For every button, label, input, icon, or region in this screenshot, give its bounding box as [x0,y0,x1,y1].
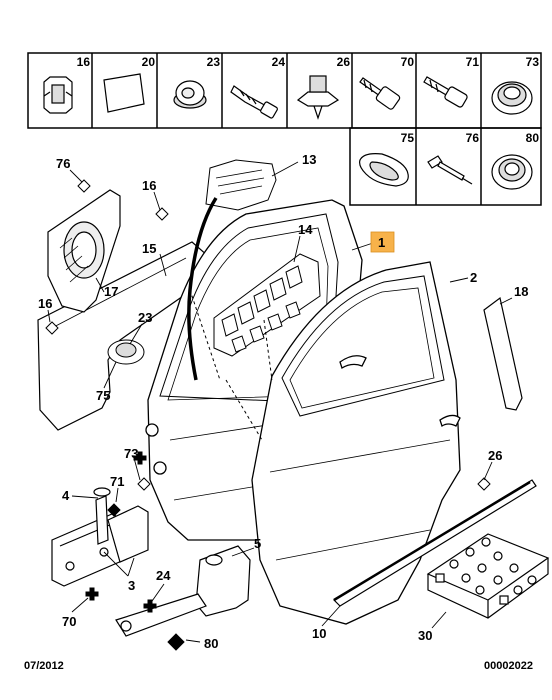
callout-1: 1 [378,235,385,250]
callout-71: 71 [110,474,124,489]
parts-legend-table [27,52,542,206]
callout-numbers: 76 16 13 14 15 17 16 23 75 1 2 18 73 4 7… [38,152,528,651]
highlight-box [370,231,395,253]
rivet-icon [427,155,473,185]
clip-icon [43,76,73,114]
clip-kit-box [426,533,550,619]
callout-16a: 16 [142,178,156,193]
bolt-icon-71 [423,76,468,108]
callout-26: 26 [488,448,502,463]
door-hinge [51,487,149,587]
callout-18: 18 [514,284,528,299]
pillar-moulding [483,296,523,411]
grommet-icon-73 [491,81,533,115]
door-trim-strip [333,479,537,607]
screw-icon [230,85,278,119]
legend-cell-26: 26 [337,55,351,69]
legend-cell-23: 23 [207,55,221,69]
grommet-icon-80 [491,154,533,190]
callout-5: 5 [254,536,261,551]
callout-80: 80 [204,636,218,651]
callout-4: 4 [62,488,70,503]
callout-23: 23 [138,310,152,325]
fastener-markers [85,451,185,651]
legend-cell-20: 20 [142,55,156,69]
legend-cell-71: 71 [466,55,480,69]
callout-70: 70 [62,614,76,629]
panel-clip-23 [107,339,145,365]
retaining-clip-icon [296,75,340,120]
callout-2: 2 [470,270,477,285]
callout-75: 75 [96,388,110,403]
legend-icons [43,73,533,190]
footer-reference: 00002022 [484,660,533,672]
callout-13: 13 [302,152,316,167]
seal-icon [359,153,409,187]
leader-lines [47,161,513,643]
plug-icon [173,80,207,109]
callout-17: 17 [104,284,118,299]
outer-door-skin [251,261,461,625]
callout-10: 10 [312,626,326,641]
legend-cell-80: 80 [526,131,540,145]
window-regulator [213,253,321,357]
legend-top-numbers: 16 20 23 24 26 70 71 73 75 76 80 [77,55,540,145]
legend-cell-70: 70 [401,55,415,69]
legend-cell-16: 16 [77,55,91,69]
callout-15: 15 [142,241,156,256]
legend-cell-76: 76 [466,131,480,145]
callout-30: 30 [418,628,432,643]
legend-cell-73: 73 [526,55,540,69]
door-check-strap [115,545,251,637]
callout-24: 24 [156,568,171,583]
callout-3: 3 [128,578,135,593]
bolt-icon-70 [359,77,401,110]
callout-16b: 16 [38,296,52,311]
inner-door-panel [37,241,209,431]
lock-module [205,159,277,211]
pad-icon [103,73,145,113]
legend-cell-75: 75 [401,131,415,145]
callout-76: 76 [56,156,70,171]
footer-date: 07/2012 [24,660,64,672]
legend-cell-24: 24 [272,55,286,69]
speaker-assembly [47,189,121,313]
dashed-guide-lines [189,289,273,441]
reference-squares [45,179,491,491]
callout-14: 14 [298,222,313,237]
callout-73: 73 [124,446,138,461]
